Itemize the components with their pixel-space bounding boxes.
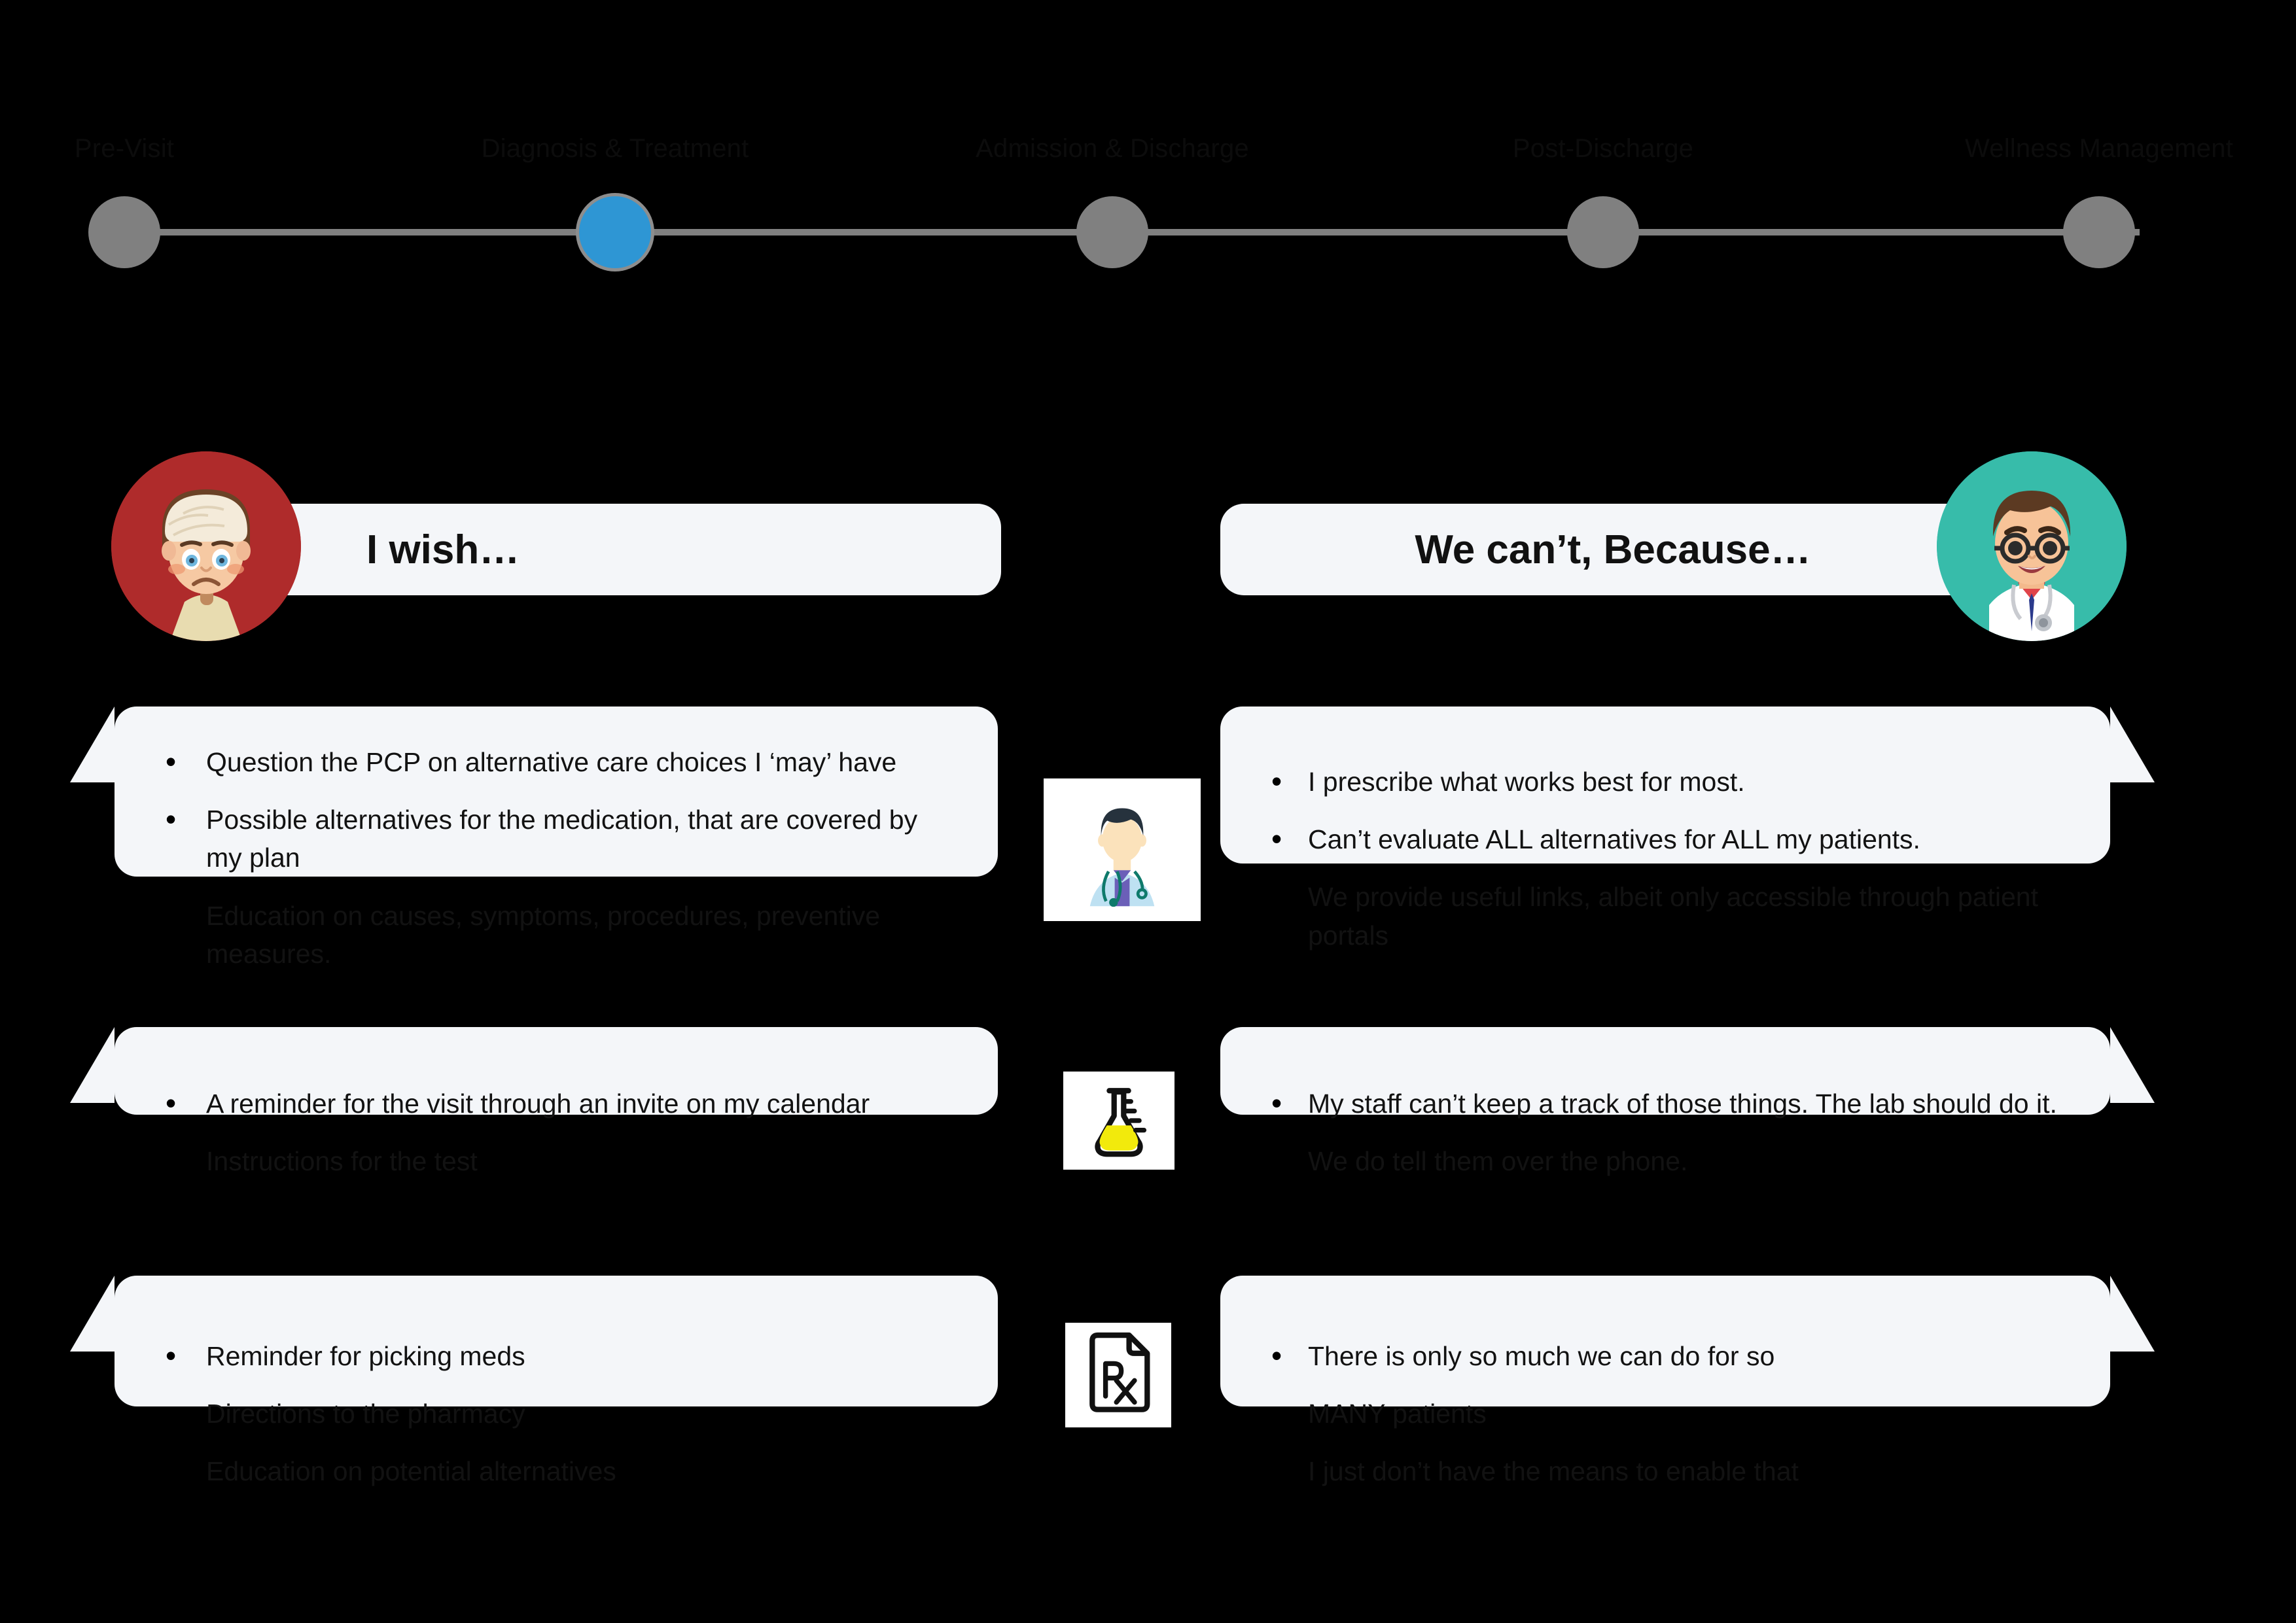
list-item: Question the PCP on alternative care cho… [160, 741, 952, 784]
timeline-label-post-discharge: Post-Discharge [1512, 134, 1694, 163]
patient-header-text: I wish… [366, 527, 520, 572]
provider-header-bubble: We can’t, Because… [1220, 504, 2005, 595]
list-item: Can’t evaluate ALL alternatives for ALL … [1266, 818, 2064, 861]
journey-timeline: Pre-Visit Diagnosis & Treatment Admissio… [0, 0, 2296, 301]
list-item: Possible alternatives for the medication… [160, 798, 952, 877]
timeline-label-pre-visit: Pre-Visit [74, 134, 175, 163]
patient-card-2: A reminder for the visit through an invi… [70, 1027, 998, 1183]
timeline-label-wellness-management: Wellness Management [1965, 134, 2233, 163]
list-item: Education on causes, symptoms, procedure… [160, 894, 952, 973]
prescription-rx-icon [1065, 1323, 1171, 1427]
timeline-node-pre-visit[interactable] [88, 196, 160, 268]
provider-card-1-bullets: I prescribe what works best for most. Ca… [1266, 760, 2064, 954]
timeline-node-diagnosis-treatment[interactable] [579, 196, 651, 268]
lab-flask-icon-glyph [1077, 1079, 1161, 1162]
timeline-label-admission-discharge: Admission & Discharge [976, 134, 1249, 163]
provider-card-1: I prescribe what works best for most. Ca… [1220, 707, 2155, 951]
list-item: Reminder for picking meds [160, 1335, 952, 1378]
list-item: Directions to the pharmacy [160, 1392, 952, 1435]
list-item: We do tell them over the phone. [1266, 1140, 2064, 1183]
doctor-avatar-icon [1044, 778, 1201, 921]
list-item: We provide useful links, albeit only acc… [1266, 875, 2064, 954]
timeline-node-admission-discharge[interactable] [1076, 196, 1148, 268]
list-item: I just don’t have the means to enable th… [1266, 1450, 2064, 1493]
list-item: My staff can’t keep a track of those thi… [1266, 1082, 2064, 1125]
list-item: There is only so much we can do for so [1266, 1335, 2064, 1378]
prescription-rx-icon-glyph [1079, 1329, 1157, 1421]
patient-avatar [111, 451, 301, 641]
patient-card-3-bullets: Reminder for picking meds Directions to … [160, 1335, 952, 1493]
patient-card-1: Question the PCP on alternative care cho… [70, 707, 998, 969]
lab-flask-icon [1063, 1072, 1174, 1170]
patient-card-1-bullets: Question the PCP on alternative care cho… [160, 741, 952, 973]
provider-card-3-bullets: There is only so much we can do for so M… [1266, 1335, 2064, 1493]
timeline-node-wellness-management[interactable] [2063, 196, 2135, 268]
doctor-avatar-icon-glyph [1060, 791, 1184, 909]
provider-card-3: There is only so much we can do for so M… [1220, 1276, 2155, 1493]
provider-header-text: We can’t, Because… [1415, 527, 1811, 572]
list-item: A reminder for the visit through an invi… [160, 1082, 952, 1125]
patient-header-bubble: I wish… [216, 504, 1001, 595]
provider-card-2: My staff can’t keep a track of those thi… [1220, 1027, 2155, 1183]
list-item: Instructions for the test [160, 1140, 952, 1183]
timeline-label-diagnosis-treatment: Diagnosis & Treatment [481, 134, 749, 163]
patient-bandaged-head-icon [111, 451, 301, 641]
provider-avatar [1937, 451, 2127, 641]
patient-card-3: Reminder for picking meds Directions to … [70, 1276, 998, 1493]
list-item: MANY patients [1266, 1392, 2064, 1435]
provider-card-2-bullets: My staff can’t keep a track of those thi… [1266, 1082, 2064, 1183]
doctor-glasses-stethoscope-icon [1937, 451, 2127, 641]
timeline-node-post-discharge[interactable] [1567, 196, 1639, 268]
list-item: Education on potential alternatives [160, 1450, 952, 1493]
patient-card-2-bullets: A reminder for the visit through an invi… [160, 1082, 952, 1183]
list-item: I prescribe what works best for most. [1266, 760, 2064, 803]
